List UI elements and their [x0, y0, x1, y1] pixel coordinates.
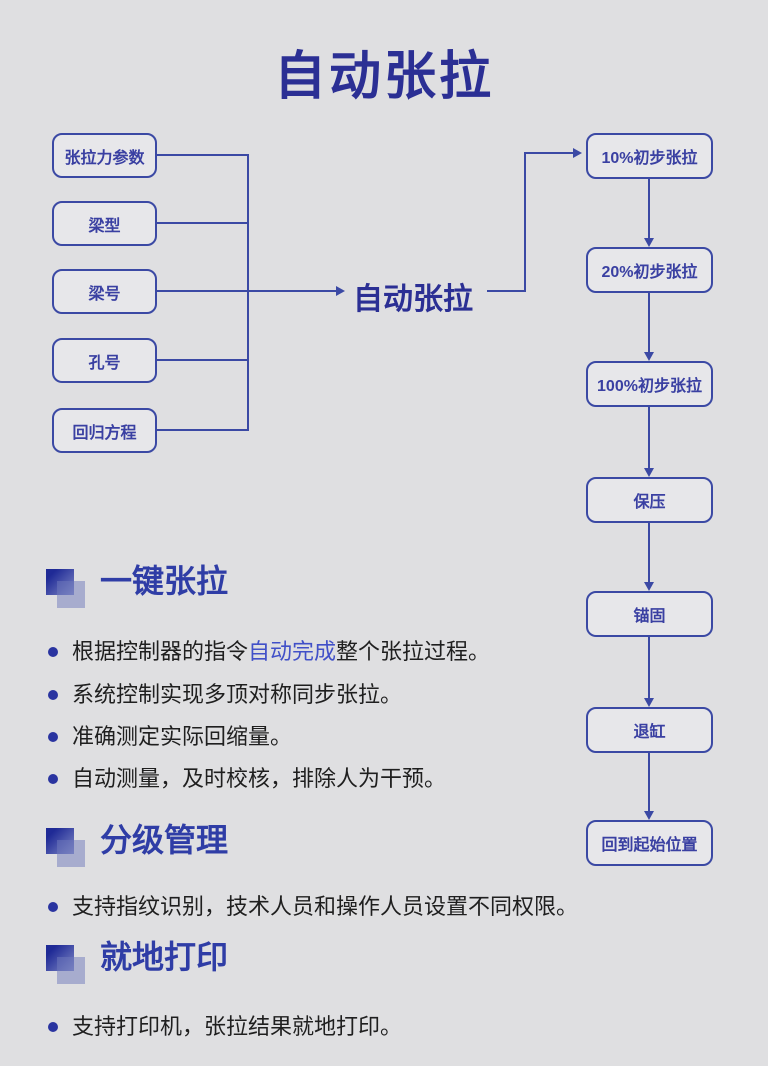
- flow-box-input-5: 回归方程: [52, 408, 157, 453]
- bullet-item: 准确测定实际回缩量。: [48, 722, 292, 752]
- flow-box-step-2: 20%初步张拉: [586, 247, 713, 293]
- connector-line: [648, 407, 650, 468]
- arrow-down-icon: [644, 811, 654, 820]
- page-title: 自动张拉: [273, 48, 494, 106]
- connector-line: [648, 637, 650, 698]
- arrow-down-icon: [644, 238, 654, 247]
- flow-box-step-4: 保压: [586, 477, 713, 523]
- flow-box-input-2: 梁型: [52, 201, 157, 246]
- section-squares-icon: [46, 945, 86, 985]
- arrow-down-icon: [644, 468, 654, 477]
- flow-box-step-6: 退缸: [586, 707, 713, 753]
- bullet-item: 系统控制实现多顶对称同步张拉。: [48, 680, 402, 710]
- section-title-access-levels: 分级管理: [100, 822, 229, 858]
- flow-box-step-5: 锚固: [586, 591, 713, 637]
- bullet-item: 支持指纹识别，技术人员和操作人员设置不同权限。: [48, 892, 578, 922]
- bullet-highlight-text: 自动完成: [248, 639, 337, 664]
- connector-line: [648, 293, 650, 352]
- section-title-one-key: 一键张拉: [100, 563, 229, 599]
- bullet-text: 根据控制器的指令: [72, 639, 249, 664]
- section-title-local-print: 就地打印: [100, 939, 229, 975]
- section-squares-icon: [46, 828, 86, 868]
- flow-box-step-3: 100%初步张拉: [586, 361, 713, 407]
- connector-line: [487, 290, 525, 292]
- flow-box-step-1: 10%初步张拉: [586, 133, 713, 179]
- bullet-item: 支持打印机，张拉结果就地打印。: [48, 1012, 402, 1042]
- arrow-right-icon: [336, 286, 345, 296]
- connector-line: [157, 222, 248, 224]
- bullet-item: 自动测量，及时校核，排除人为干预。: [48, 764, 446, 794]
- connector-line: [157, 359, 248, 361]
- connector-line: [648, 179, 650, 238]
- connector-line: [247, 154, 249, 431]
- arrow-down-icon: [644, 582, 654, 591]
- bullet-item: 根据控制器的指令自动完成整个张拉过程。: [48, 637, 490, 667]
- connector-line: [524, 153, 526, 292]
- flow-box-input-4: 孔号: [52, 338, 157, 383]
- arrow-down-icon: [644, 698, 654, 707]
- flow-box-input-3: 梁号: [52, 269, 157, 314]
- flow-center-label: 自动张拉: [353, 283, 473, 316]
- connector-line: [157, 429, 248, 431]
- arrow-right-icon: [573, 148, 582, 158]
- flow-box-input-1: 张拉力参数: [52, 133, 157, 178]
- connector-line: [157, 154, 248, 156]
- section-squares-icon: [46, 569, 86, 609]
- bullet-text: 整个张拉过程。: [336, 639, 491, 664]
- connector-line: [524, 152, 574, 154]
- arrow-down-icon: [644, 352, 654, 361]
- connector-line: [648, 523, 650, 582]
- flow-box-step-7: 回到起始位置: [586, 820, 713, 866]
- connector-line: [648, 753, 650, 811]
